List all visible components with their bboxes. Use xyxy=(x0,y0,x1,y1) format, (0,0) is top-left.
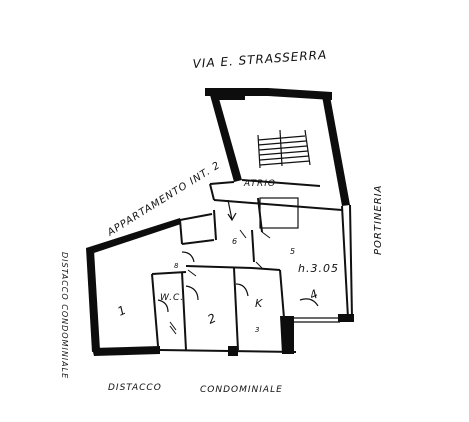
distacco-bottom-label-1: DISTACCO xyxy=(108,383,162,393)
wall-pillar-bottom xyxy=(228,346,238,356)
wall-atrio-top xyxy=(241,179,321,187)
street-label: VIA E. STRASSERRA xyxy=(192,48,327,71)
wall-right-lower-2 xyxy=(349,204,353,319)
wall-wc-top xyxy=(151,271,187,275)
portineria-label: PORTINERIA xyxy=(373,185,384,255)
wc-label: W.C. xyxy=(160,293,184,303)
room-4-label: 4 xyxy=(307,286,321,302)
wall-kitchen-top xyxy=(251,267,281,271)
wall-wc-right xyxy=(181,271,187,351)
wall-hatching xyxy=(169,229,271,335)
entry-arrow xyxy=(227,199,237,222)
wall-left xyxy=(86,248,100,352)
wall-pillar-right xyxy=(338,314,354,322)
wall-bottom-left xyxy=(92,346,160,356)
kitchen-label: K xyxy=(255,297,263,310)
wall-stair-left xyxy=(210,95,242,182)
atrio-label: ATRIO xyxy=(243,179,276,189)
room-5-label: 5 xyxy=(290,247,296,256)
wall-apartment-top-left xyxy=(86,218,181,255)
wall-atrio-bottom xyxy=(213,199,343,211)
wall-atrio-left xyxy=(209,181,235,185)
small-room-label: 6 xyxy=(232,237,238,246)
small-room-outline xyxy=(259,197,299,229)
wall-room2-right xyxy=(233,267,239,351)
wall-room1-right xyxy=(151,273,159,347)
wall-atrio-left-2 xyxy=(209,183,215,201)
wall-right xyxy=(322,96,350,206)
stairs xyxy=(257,129,311,169)
room-3-label: 3 xyxy=(255,326,260,334)
wall-right-lower xyxy=(341,205,349,319)
distacco-left-label: DISTACCO CONDOMINIALE xyxy=(60,252,69,379)
wall-corridor-left xyxy=(179,219,183,245)
wall-top-right xyxy=(268,88,332,100)
wc-number-label: 8 xyxy=(174,262,179,270)
wall-apartment-top-mid xyxy=(179,213,213,221)
distacco-bottom-label-2: CONDOMINIALE xyxy=(200,385,283,395)
wall-corridor-bottom xyxy=(185,265,253,269)
wall-entry xyxy=(213,209,217,241)
door-swings xyxy=(157,251,319,313)
wall-corridor-right xyxy=(251,229,255,263)
wall-corridor-top xyxy=(181,239,215,245)
height-note: h.3.05 xyxy=(298,262,339,275)
wall-top-stair xyxy=(205,88,268,100)
wall-bottom-right xyxy=(280,316,294,354)
room-1-label: 1 xyxy=(115,302,129,318)
room-2-label: 2 xyxy=(205,310,219,326)
wall-kitchen-right xyxy=(279,269,285,319)
small-room-wall xyxy=(257,197,263,233)
